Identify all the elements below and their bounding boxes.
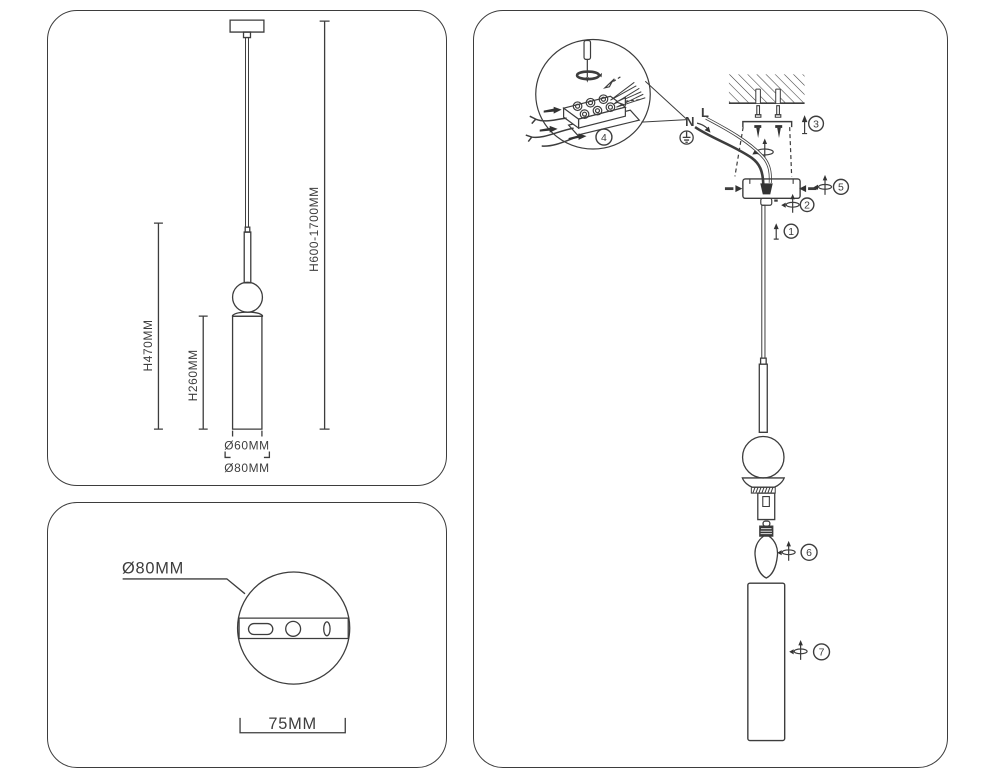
step-7-number: 7 bbox=[819, 648, 825, 659]
cylinder-shade bbox=[233, 316, 262, 429]
stem-rod-assembly bbox=[759, 364, 767, 432]
socket-housing bbox=[758, 493, 775, 519]
step-5-number: 5 bbox=[838, 183, 844, 194]
screw-rotate-icon-2 bbox=[781, 193, 799, 213]
shade-height-label: H260MM bbox=[186, 349, 200, 401]
callout-3 bbox=[809, 116, 824, 131]
plate-diameter-label: Ø80MM bbox=[122, 559, 184, 577]
screw-rotate-icon-6 bbox=[777, 540, 795, 561]
sphere-ornament bbox=[233, 282, 263, 312]
callout-7 bbox=[814, 644, 830, 660]
bubble-leader-lines bbox=[641, 81, 687, 122]
step-4-number: 4 bbox=[601, 133, 607, 144]
step-2-number: 2 bbox=[804, 200, 810, 211]
small-hole bbox=[324, 622, 330, 636]
dim-shade-height bbox=[199, 316, 208, 429]
cord-grip bbox=[761, 198, 772, 205]
stem-rod bbox=[244, 232, 251, 283]
callout-2 bbox=[800, 198, 814, 212]
fixture-height-label: H470MM bbox=[141, 320, 155, 372]
rod-cap bbox=[245, 227, 250, 232]
dim-shade-diameter-ticks bbox=[233, 431, 262, 437]
screw-rotate-icon-7 bbox=[789, 639, 807, 660]
threaded-ring bbox=[751, 487, 775, 493]
leader-line bbox=[123, 579, 245, 594]
neutral-wire bbox=[695, 127, 763, 184]
canopy-drawing: Ø80MM 75MM bbox=[122, 559, 446, 767]
ground-icon bbox=[680, 131, 693, 144]
dimension-panel: H600-1700MM H470MM H260MM Ø60MM Ø80MM bbox=[47, 10, 447, 486]
callout-4 bbox=[596, 129, 612, 145]
terminal-screws bbox=[573, 95, 614, 119]
cylinder-shade-assembly bbox=[748, 583, 785, 740]
screw-rotate-icon-5 bbox=[813, 174, 832, 195]
suspension-cable-assembly bbox=[762, 205, 765, 358]
guide-arrows bbox=[605, 77, 639, 105]
ceiling-hatch bbox=[729, 74, 805, 103]
hole-spacing-label: 75MM bbox=[268, 715, 317, 733]
cable-grip-nut bbox=[760, 183, 773, 195]
screwdriver-icon bbox=[584, 40, 590, 80]
incoming-wires bbox=[610, 82, 645, 107]
socket-hole bbox=[763, 497, 770, 507]
overall-height-label: H600-1700MM bbox=[307, 186, 321, 272]
live-wire-inner bbox=[706, 118, 770, 183]
flared-cap bbox=[742, 478, 784, 487]
bracket-screws-down bbox=[754, 125, 783, 139]
fixture-diameter-label: Ø80MM bbox=[224, 461, 269, 475]
assembly-panel: 4 bbox=[473, 10, 948, 768]
rod-cap-assembly bbox=[761, 358, 767, 364]
rotation-washer-icon bbox=[577, 72, 602, 80]
up-arrow-1 bbox=[774, 223, 779, 239]
slot-hole bbox=[248, 624, 272, 635]
dim-hole-spacing bbox=[240, 718, 345, 733]
canopy-panel: Ø80MM 75MM bbox=[47, 502, 447, 768]
callout-1 bbox=[784, 224, 798, 238]
press-arrows bbox=[725, 185, 817, 193]
assembly-drawing: 4 bbox=[474, 11, 947, 767]
canopy-plate-circle bbox=[238, 572, 350, 684]
terminal-block bbox=[564, 95, 640, 135]
up-arrow-3 bbox=[801, 115, 808, 133]
live-label: L bbox=[701, 105, 709, 120]
bulb bbox=[755, 521, 778, 578]
sphere-ornament-assembly bbox=[743, 436, 784, 477]
cord-connector bbox=[244, 32, 251, 37]
dim-fixture-height bbox=[154, 223, 163, 429]
center-hole bbox=[286, 621, 301, 636]
dimension-drawing: H600-1700MM H470MM H260MM Ø60MM Ø80MM bbox=[141, 11, 446, 475]
neutral-label: N bbox=[685, 114, 694, 129]
wire-pointer-head bbox=[704, 126, 711, 133]
step-1-number: 1 bbox=[788, 227, 794, 238]
ceiling-plate bbox=[230, 20, 264, 32]
plate-notches bbox=[750, 179, 793, 184]
callout-5 bbox=[833, 179, 848, 194]
step-3-number: 3 bbox=[813, 119, 819, 130]
shade-diameter-label: Ø60MM bbox=[224, 438, 269, 452]
wiring-detail-bubble bbox=[526, 39, 687, 149]
mounting-screws-up bbox=[755, 106, 780, 118]
dim-overall-height bbox=[320, 21, 330, 429]
mounting-bracket bbox=[743, 122, 792, 127]
step-6-number: 6 bbox=[806, 548, 812, 559]
dim-fixture-diameter-ticks bbox=[225, 451, 269, 457]
suspension-cable bbox=[246, 38, 249, 228]
callout-6 bbox=[801, 544, 817, 560]
